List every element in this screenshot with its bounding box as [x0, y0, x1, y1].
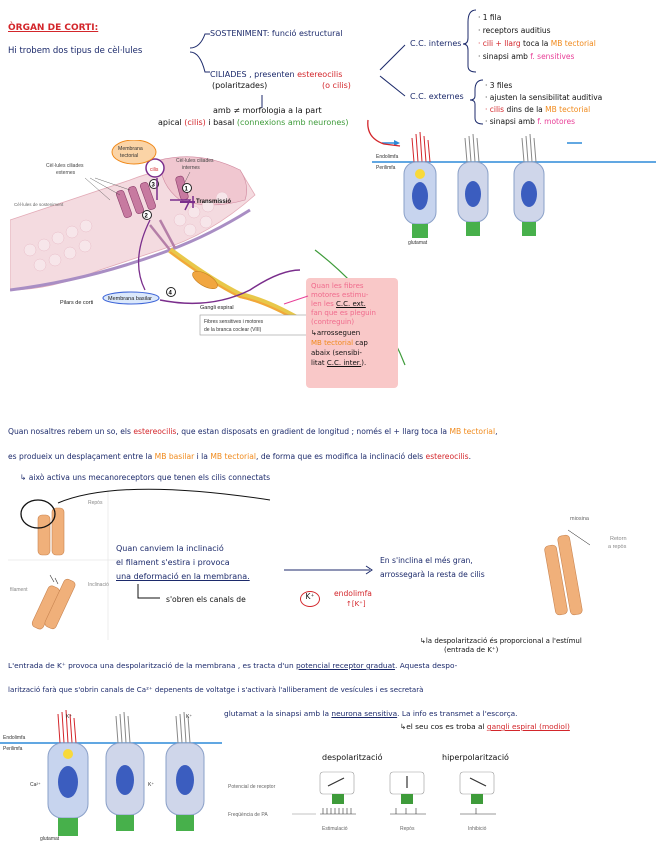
para1-line1: Quan nosaltres rebem un so, els estereoc… — [8, 427, 498, 436]
repos-label-bottom: Repòs — [400, 826, 415, 832]
right-arrow — [280, 560, 380, 580]
k-label-3: K⁺ — [186, 714, 192, 720]
fibres-label-1: Fibres sensitives i motores — [204, 319, 264, 325]
para2-line4: ↳el seu cos es troba al gangli espiral (… — [400, 723, 570, 732]
return-diagram: miosina Retorn a repòs — [530, 505, 650, 625]
mid-arrow — [130, 584, 170, 608]
k-label-1: K⁺ — [66, 714, 72, 720]
despolaritzacio-label: despolarització — [322, 753, 383, 763]
ciliades-line1: CILIADES , presenten estereocilis — [210, 70, 342, 80]
inner-hair-cells-label-1: Cèl·lules ciliades — [176, 158, 214, 164]
cc-externes-item-3: · cilis dins de la MB tectorial — [485, 105, 590, 114]
filament-label: filament — [10, 587, 28, 593]
gangli-label: Gangli espiral — [200, 305, 234, 311]
inclinacio-label: Inclinació — [88, 582, 109, 588]
mid-line-2: el filament s'estira i provoca — [116, 558, 230, 568]
note-line-7: MB tectorial cap — [311, 339, 368, 347]
ca-label: Ca²⁺ — [30, 782, 41, 788]
right-line-1: En s'inclina el més gran, — [380, 556, 473, 565]
transmissio-label: Transmissió — [196, 199, 231, 205]
perilimfa-label-top: Perilimfa — [376, 165, 396, 171]
k-channel-circle: K⁺ — [300, 591, 320, 607]
cc-internes-item-3: · cili + llarg toca la MB tectorial — [478, 39, 596, 48]
para1-arrow: ↳ això activa uns mecanoreceptors que te… — [20, 473, 270, 482]
para2-line3: glutamat a la sinapsi amb la neurona sen… — [224, 710, 518, 719]
tectorial-label-2: tectorial — [120, 153, 138, 159]
endolimfa-note-2: ↑[K⁺] — [346, 600, 366, 608]
ciliades-line4: apical (cilis) i basal (connexions amb n… — [158, 118, 349, 128]
para2-top: ↳la despolarització és proporcional a l'… — [420, 637, 582, 645]
glutamat-label-top: glutamat — [408, 240, 428, 246]
cc-externes-item-4: · sinapsi amb f. motores — [485, 117, 575, 126]
receptor-potential-diagram: Potencial de receptor Freqüència de PA E… — [228, 768, 508, 846]
cc-internes-item-1: · 1 fila — [478, 13, 501, 22]
cc-internes-label: C.C. internes — [410, 39, 461, 49]
tectorial-label-1: Membrana — [118, 146, 143, 152]
note-line-6: ↳arrosseguen — [311, 329, 360, 337]
zoom-arrow — [40, 485, 340, 525]
para2-top2: (entrada de K⁺) — [444, 646, 498, 654]
pilars-label: Pilars de corti — [60, 300, 93, 306]
k-label-2: K⁺ — [148, 782, 154, 788]
basilar-label: Membrana basilar — [108, 296, 152, 302]
fibres-label-2: de la branca coclear (VIII) — [204, 327, 262, 333]
cc-externes-item-2: · ajusten la sensibilitat auditiva — [485, 93, 602, 102]
outer-hair-cells-label-2: externes — [56, 170, 76, 176]
ciliades-line2b: (o cilis) — [322, 81, 351, 91]
cc-internes-item-4: · sinapsi amb f. sensitives — [478, 52, 574, 61]
ciliades-line2: (polaritzades) — [212, 81, 267, 91]
frequencia-label: Freqüència de PA — [228, 812, 268, 818]
svg-text:cilis: cilis — [150, 167, 159, 173]
miosina-label: miosina — [570, 516, 590, 522]
hiperpolaritzacio-label: hiperpolarització — [442, 753, 509, 763]
note-line-1: Quan les fibres — [311, 282, 364, 290]
potencial-label: Potencial de receptor — [228, 784, 276, 790]
pink-note: Quan les fibres motores estimu- len les … — [306, 278, 398, 388]
endolimfa-note: endolimfa — [334, 589, 372, 598]
note-line-9: litat C.C. inter.). — [311, 359, 366, 367]
perilimfa-label-bottom: Perilimfa — [3, 746, 23, 752]
note-line-8: abaix (sensibi- — [311, 349, 362, 357]
hair-cells-panel-bottom: Endolimfa Perilimfa Ca²⁺ glutamat K⁺ K⁺ … — [0, 708, 222, 848]
mid-line-4: s'obren els canals de — [166, 595, 246, 604]
glutamat-label-bottom: glutamat — [40, 836, 60, 842]
note-line-5: (contreguin) — [311, 318, 354, 326]
outer-hair-cells-label-1: Cèl·lules ciliades — [46, 163, 84, 169]
mid-line-1: Quan canviem la inclinació — [116, 544, 224, 554]
cc-externes-item-1: · 3 files — [485, 81, 512, 90]
mid-line-3: una deformació en la membrana. — [116, 572, 250, 582]
para1-line2: es produeix un desplaçament entre la MB … — [8, 452, 471, 461]
note-line-4: fan que es pleguin — [311, 309, 376, 317]
sosteniment-cells-label: Cèl·lules de sosteniment — [14, 202, 64, 207]
red-curve-arrow — [360, 118, 420, 158]
retorn-label-1: Retorn — [610, 536, 627, 542]
para2-line1: L'entrada de K⁺ provoca una despolaritza… — [8, 662, 457, 671]
note-pointer — [280, 290, 310, 320]
note-line-2: motores estimu- — [311, 291, 368, 299]
right-line-2: arrossegarà la resta de cilis — [380, 570, 485, 579]
ciliades-line3: amb ≠ morfologia a la part — [213, 106, 322, 116]
endolimfa-label-bottom: Endolimfa — [3, 735, 25, 741]
note-line-3: len les C.C. ext. — [311, 300, 366, 308]
cc-externes-label: C.C. externes — [410, 92, 464, 102]
para2-line2: larització farà que s'obrin canals de Ca… — [8, 686, 424, 695]
sosteniment-text: SOSTENIMENT: funció estructural — [210, 29, 343, 39]
inner-hair-cells-label-2: internes — [182, 165, 200, 171]
retorn-label-2: a repòs — [608, 544, 627, 550]
estimulacio-label: Estimulació — [322, 826, 348, 832]
inhibicio-label: Inhibició — [468, 826, 487, 832]
cc-internes-item-2: · receptors auditius — [478, 26, 551, 35]
